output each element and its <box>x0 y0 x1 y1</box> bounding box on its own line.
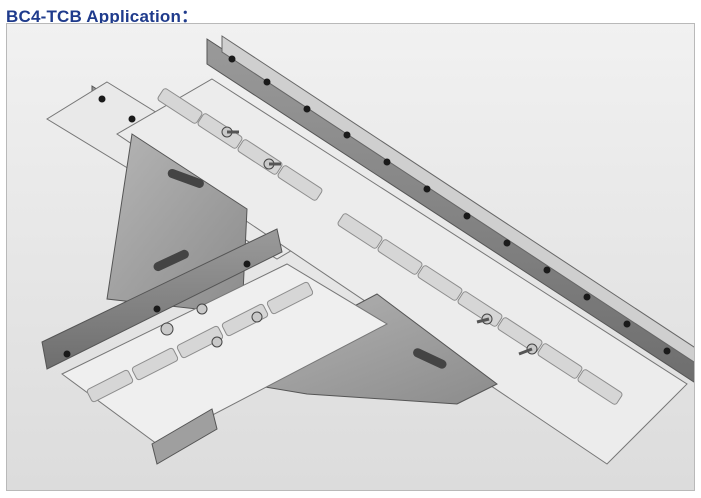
rail-mounting-holes <box>63 55 671 358</box>
tee-cable-tray-illustration <box>41 35 694 465</box>
product-illustration <box>6 23 695 491</box>
page-title: BC4-TCB Application： <box>6 7 199 26</box>
front-branch-tray <box>41 228 389 465</box>
connection-bolts <box>160 126 538 356</box>
main-run-tray <box>116 35 694 465</box>
